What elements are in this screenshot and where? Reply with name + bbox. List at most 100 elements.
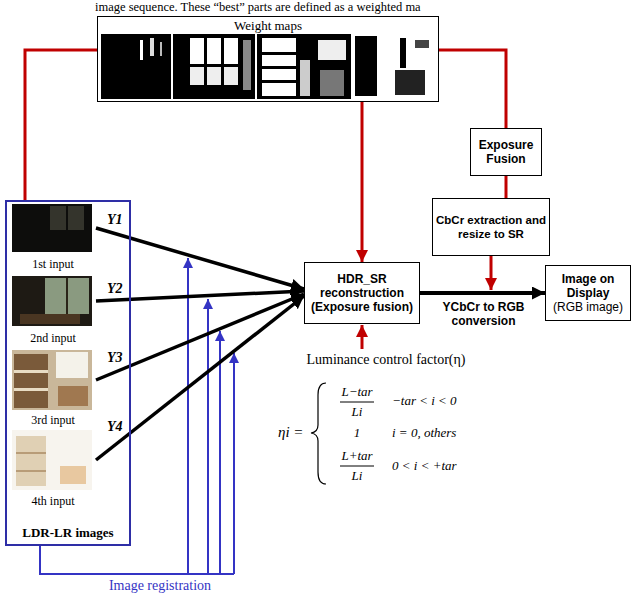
weight-map-detail <box>415 40 429 48</box>
page-text: image sequence. These “best” parts are d… <box>95 0 421 14</box>
process-box: CbCr extraction and resize to SR <box>432 198 550 256</box>
registration-arrow <box>219 331 221 574</box>
node-text: Exposure Fusion <box>474 138 538 166</box>
weight-map-detail <box>262 38 296 96</box>
edge-label: Y4 <box>106 418 124 435</box>
node-text: 1st input <box>32 257 74 272</box>
formula-text: L+tar <box>334 448 380 464</box>
chroma-arrow <box>490 256 493 290</box>
photo-detail <box>66 206 68 230</box>
node-text: 2nd input <box>30 331 76 346</box>
formula-text: −tar < i < 0 <box>392 393 457 409</box>
process-box: Exposure Fusion <box>470 128 542 176</box>
formula-text: Li <box>334 468 380 484</box>
node-text: CbCr extraction and resize to SR <box>436 213 546 241</box>
photo-detail <box>14 370 48 373</box>
photo-detail <box>16 452 46 454</box>
fraction-bar <box>340 402 374 403</box>
input-image: 4th input <box>10 430 96 509</box>
edge-label: Y2 <box>106 280 124 297</box>
weight-map-detail <box>395 70 425 95</box>
weight-map-detail <box>207 38 221 64</box>
formula-text: Li <box>334 404 380 420</box>
fraction-bar <box>340 466 374 467</box>
control-label: Luminance control factor(η) <box>286 352 486 368</box>
photo <box>12 276 92 326</box>
photo-detail <box>20 314 80 324</box>
photo-detail <box>60 466 86 484</box>
photo-shelf <box>16 436 46 486</box>
weight-map-detail <box>300 60 310 96</box>
weight-map-detail <box>150 38 154 56</box>
brace <box>311 383 326 484</box>
photo <box>12 204 92 252</box>
node-text: 4th input <box>31 494 74 509</box>
registration-arrow <box>233 353 235 574</box>
input-image: 1st input <box>10 204 96 272</box>
input-image: 2nd input <box>10 276 96 346</box>
formula-text: L−tar <box>334 384 380 400</box>
registration-label: Image registration <box>80 578 240 594</box>
weight-map-detail <box>262 52 296 55</box>
weight-map <box>101 34 171 99</box>
node-text: (RGB image) <box>553 300 623 314</box>
flow-line <box>25 50 97 200</box>
weight-map-detail <box>355 36 377 96</box>
weight-map-detail <box>318 40 346 60</box>
luminance-arrow <box>96 228 304 289</box>
weight-map-detail <box>140 40 143 60</box>
output-arrow <box>420 291 545 295</box>
weight-map-detail <box>400 38 406 68</box>
formula-text: 0 < i < +tar <box>392 458 457 474</box>
photo-detail <box>58 386 88 406</box>
weight-map-detail <box>160 42 162 56</box>
node-text: 3rd input <box>31 413 75 428</box>
weight-map <box>353 34 435 99</box>
weight-map-images <box>101 34 435 99</box>
photo-window <box>56 352 88 378</box>
flow-arrow <box>361 102 364 262</box>
weight-map-detail <box>262 80 296 83</box>
formula-text: 1 <box>334 425 380 441</box>
weight-map <box>257 34 351 99</box>
registration-arrow <box>207 299 209 574</box>
photo-detail <box>66 278 68 314</box>
formula-text: ηi = <box>278 424 303 440</box>
control-arrow <box>361 325 364 349</box>
input-image: 3rd input <box>10 350 96 428</box>
photo-detail <box>14 388 48 391</box>
flow-line <box>439 50 506 128</box>
weight-map <box>173 34 255 99</box>
weight-map-detail <box>224 67 238 85</box>
node-text: Weight maps <box>234 18 302 33</box>
node-text: HDR_SR reconstruction (Exposure fusion) <box>308 272 416 314</box>
photo-shelf <box>14 354 48 408</box>
weight-map-detail <box>243 40 251 90</box>
photo <box>12 430 92 490</box>
weight-map-detail <box>190 67 204 85</box>
weight-map-detail <box>224 38 238 64</box>
weight-map-detail <box>190 38 204 64</box>
luminance-arrow <box>96 291 304 301</box>
luminance-arrow <box>96 296 304 460</box>
weight-maps-panel: Weight maps <box>97 16 439 102</box>
photo-window <box>45 278 89 314</box>
input-group: LDR-LR images 1st input 2nd input 3rd input… <box>5 200 131 546</box>
node-text: LDR-LR images <box>22 525 113 540</box>
edge-label: YCbCr to RGB conversion <box>427 300 541 328</box>
edge-label: Y3 <box>106 349 124 366</box>
flow-line <box>505 176 508 198</box>
photo <box>12 350 92 410</box>
weight-map-detail <box>320 70 344 96</box>
weight-map-detail <box>207 67 221 85</box>
input-photos <box>12 204 92 490</box>
formula-text: i = 0, others <box>392 425 456 441</box>
process-box: HDR_SR reconstruction (Exposure fusion) <box>304 262 420 324</box>
registration-arrow <box>187 258 189 574</box>
luminance-arrow <box>96 294 304 380</box>
photo-detail <box>16 470 46 472</box>
photo-window <box>50 206 84 230</box>
node-text: Image on Display <box>549 272 627 300</box>
weight-map-detail <box>262 66 296 69</box>
output-box: Image on Display(RGB image) <box>545 265 631 321</box>
